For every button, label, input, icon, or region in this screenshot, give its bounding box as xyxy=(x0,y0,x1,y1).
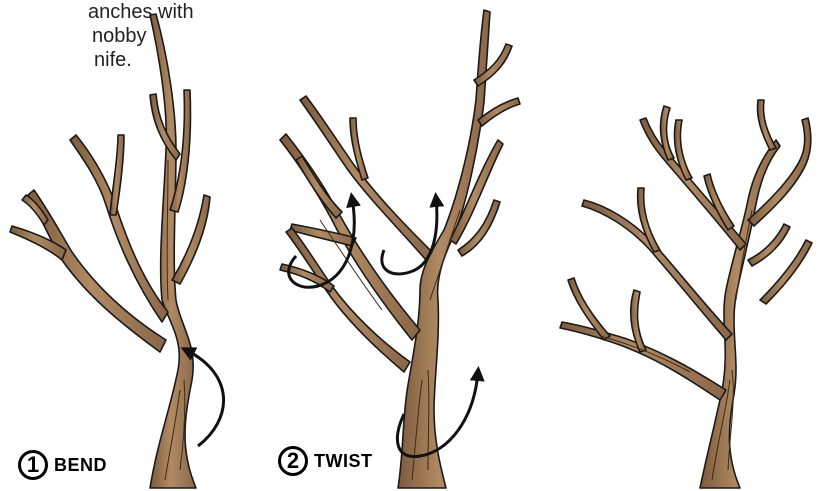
tree-twist xyxy=(280,10,520,488)
caption-line-2: nobby xyxy=(92,24,147,48)
step-number-badge: 2 xyxy=(278,446,308,476)
step-number-badge: 1 xyxy=(18,450,48,480)
tree-bend xyxy=(10,14,210,488)
caption-line-3: nife. xyxy=(94,48,132,72)
caption-line-1: anches with xyxy=(88,0,194,24)
tree-result xyxy=(560,100,812,488)
step-bend: 1 BEND xyxy=(18,450,107,480)
step-label: TWIST xyxy=(314,451,373,472)
step-twist: 2 TWIST xyxy=(278,446,373,476)
step-label: BEND xyxy=(54,455,107,476)
